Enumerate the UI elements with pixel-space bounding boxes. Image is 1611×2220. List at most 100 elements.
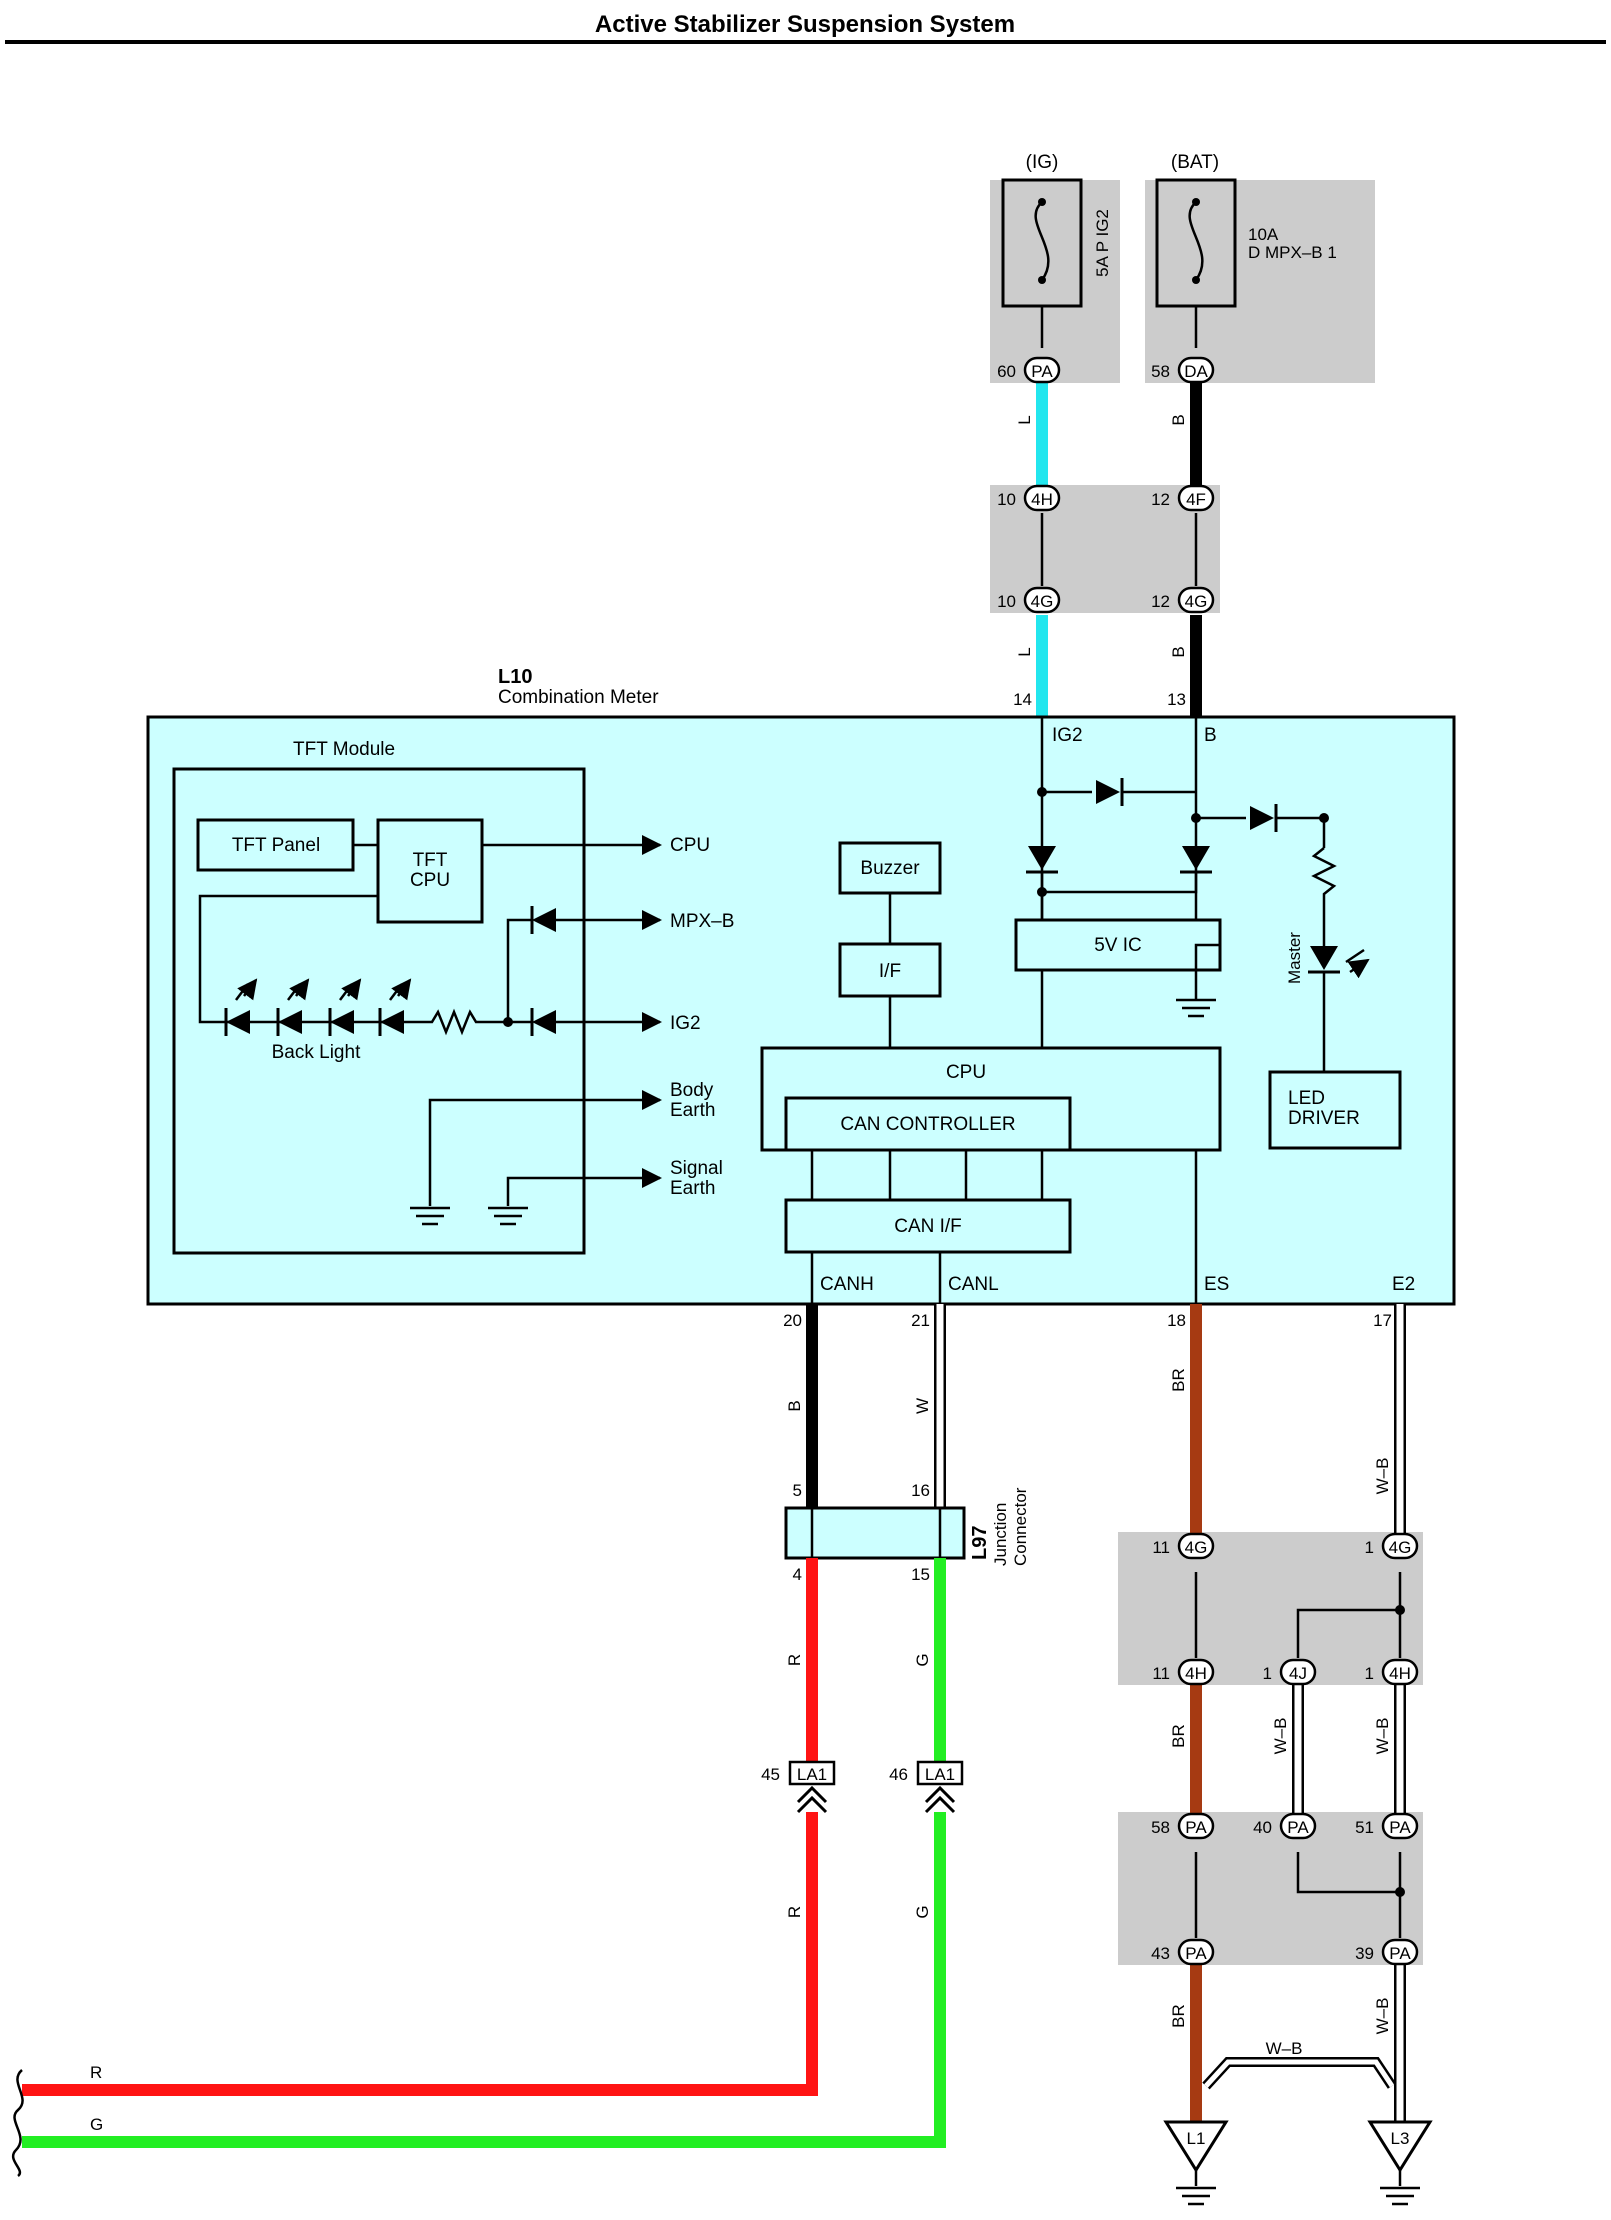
svg-text:PA: PA [1185,1818,1207,1837]
wire-label-b2: B [1169,646,1188,657]
connector-4j-1: 4J 1 [1263,1658,1317,1686]
wire-wb-bottom [1202,2057,1397,2090]
wire-label-wb-bottom: W–B [1266,2039,1303,2058]
tft-module [172,767,586,1255]
can-interface [784,1198,1072,1254]
wire-label-r-end: R [90,2063,102,2082]
ground-signal-earth-icon [488,1206,528,1226]
interface-label: I/F [879,961,901,982]
fuse-ig-rating: 5A P IG2 [1093,209,1112,277]
svg-text:10: 10 [997,592,1016,611]
svg-text:10: 10 [997,490,1016,509]
svg-text:L1: L1 [1187,2129,1206,2148]
junction-connector-l97 [784,1506,966,1560]
connector-pa-40: PA 40 [1253,1812,1317,1840]
tft-cpu-label-1: TFT [413,850,448,871]
ig-label: (IG) [1026,152,1059,173]
connector-da58: DA 58 [1151,356,1215,384]
out-mpxb: MPX–B [670,911,734,932]
svg-text:46: 46 [889,1765,908,1784]
connector-la1-45: LA1 45 [761,1760,836,1814]
backlight-bus [506,918,532,1022]
svg-text:PA: PA [1389,1818,1411,1837]
wire-label-e2-wb: W–B [1373,1458,1392,1495]
ground-body-earth-icon [410,1206,450,1226]
connector-4g-11: 4G 11 [1152,1532,1215,1560]
fuse-bat-rating-a: 10A [1248,225,1279,244]
svg-text:40: 40 [1253,1818,1272,1837]
meter-id: L10 [498,666,532,688]
junction-pin-out-g: 15 [911,1565,930,1584]
wire-label-g2: G [913,1905,932,1918]
connector-4h-11: 4H 11 [1152,1658,1215,1686]
connector-4h-1: 4H 1 [1365,1658,1419,1686]
splice-lower-branch [1296,1852,1400,1894]
tft-cpu-label-2: CPU [410,870,450,891]
svg-text:45: 45 [761,1765,780,1784]
out-cpu: CPU [670,835,710,856]
svg-text:DA: DA [1184,362,1208,381]
svg-text:4F: 4F [1186,490,1206,509]
wire-label-br3: BR [1169,2004,1188,2028]
meter-pin-canl: 21 [911,1311,930,1330]
wire-label-g1: G [913,1653,932,1666]
diode-mpxb [530,906,556,934]
svg-text:PA: PA [1185,1944,1207,1963]
meter-pin-canh: 20 [783,1311,802,1330]
fuse-bat-dot-bottom [1192,276,1200,284]
junction-pin-in-canl: 16 [911,1481,930,1500]
wire-label-canl-w: W [913,1398,932,1414]
page-title: Active Stabilizer Suspension System [595,11,1015,38]
ground-l1: L1 [1163,2120,1229,2206]
resistor-master [1311,847,1337,946]
wire-label-es-br: BR [1169,1368,1188,1392]
wire-label-wb2: W–B [1271,1718,1290,1755]
out-body-2: Earth [670,1100,715,1121]
junction-name-2: Connector [1011,1487,1030,1566]
junction-pin-out-r: 4 [793,1565,802,1584]
meter-pin-ig2: 14 [1013,690,1032,709]
svg-text:1: 1 [1263,1664,1272,1683]
svg-text:PA: PA [1389,1944,1411,1963]
wire-label-r2: R [785,1906,804,1918]
out-signal-2: Earth [670,1178,715,1199]
connector-4g-10: 4G 10 [997,586,1061,614]
meter-name: Combination Meter [498,687,659,708]
meter-label-canl: CANL [948,1274,999,1295]
wire-label-b1: B [1169,414,1188,425]
svg-text:4G: 4G [1389,1538,1412,1557]
connector-la1-46: LA1 46 [889,1760,964,1814]
master-label: Master [1285,932,1304,984]
can-interface-label: CAN I/F [894,1216,962,1237]
svg-text:58: 58 [1151,1818,1170,1837]
splice-upper-branch [1296,1608,1400,1658]
master-junction-dot [1319,813,1329,823]
backlight-feed [198,894,378,1024]
bat-label: (BAT) [1171,152,1219,173]
svg-text:60: 60 [997,362,1016,381]
meter-pin-es: 18 [1167,1311,1186,1330]
junction-area-mid [1118,1532,1423,1685]
b-to-5vic [1042,872,1198,894]
connector-pa-43: PA 43 [1151,1938,1215,1966]
junction-id: L97 [969,1526,991,1560]
svg-text:12: 12 [1151,592,1170,611]
out-ig2: IG2 [670,1013,701,1034]
fuse-ig-element [1034,201,1050,281]
meter-label-ig2: IG2 [1052,725,1083,746]
connector-pa60: PA 60 [997,356,1061,384]
svg-text:4H: 4H [1185,1664,1207,1683]
svg-text:11: 11 [1152,1664,1170,1683]
wire-label-wb3: W–B [1373,1718,1392,1755]
tft-cpu [376,818,484,924]
can-controller [784,1096,1072,1152]
out-body-1: Body [670,1080,714,1101]
splice-upper-dot [1395,1605,1405,1615]
connector-pa-51: PA 51 [1355,1812,1419,1840]
wire-break-icon [11,2069,24,2177]
connector-pa-39: PA 39 [1355,1938,1419,1966]
svg-text:LA1: LA1 [925,1765,955,1784]
buzzer-label: Buzzer [860,858,920,879]
svg-text:4G: 4G [1185,1538,1208,1557]
